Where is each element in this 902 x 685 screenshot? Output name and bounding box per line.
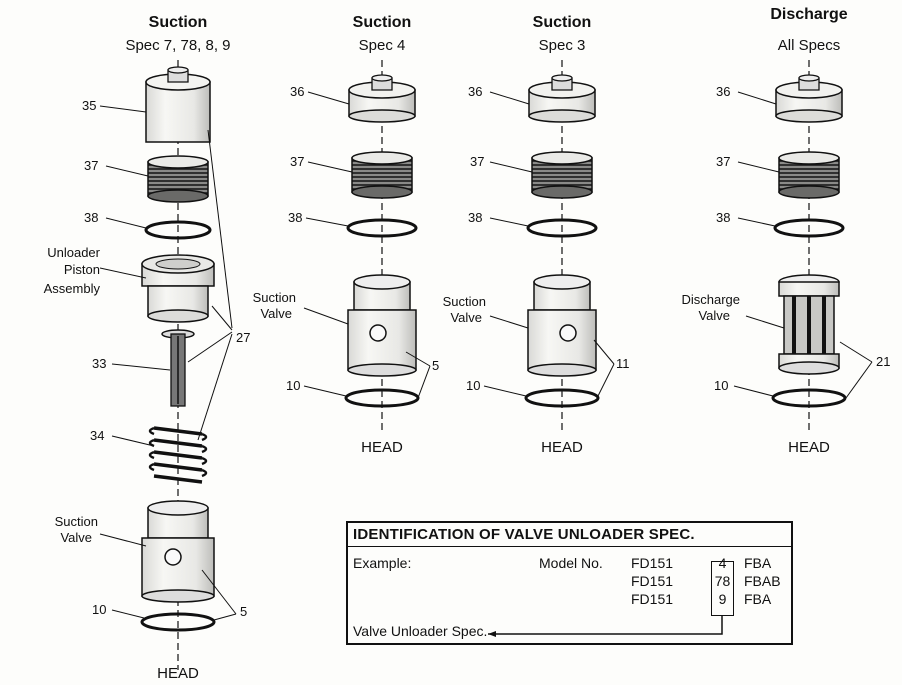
title-divider [348, 546, 791, 547]
gasket-10-col1 [140, 612, 216, 632]
part-number-36-col4: 36 [716, 84, 730, 99]
suction-valve-col1 [141, 500, 215, 603]
part-number-5-col2: 5 [432, 358, 439, 373]
suction-valve-label-2: Valve [60, 530, 92, 545]
row-2-model: FD151 [631, 573, 674, 589]
unloader-label-2: Piston [64, 262, 100, 277]
row-3-spec: 9 [718, 591, 727, 607]
part-number-37: 37 [84, 158, 98, 173]
suction-valve-label-1: Suction [55, 514, 98, 529]
suction-valve-label-1-col3: Suction [443, 294, 486, 309]
spring-34 [153, 426, 203, 484]
row-3-model: FD151 [631, 591, 674, 607]
column-3-subheader: Spec 3 [539, 37, 586, 54]
head-label-col2: HEAD [361, 439, 403, 456]
column-3-assembly: 36 37 38 Suction Valve 11 10 HEAD [443, 60, 630, 456]
head-label-col4: HEAD [788, 439, 830, 456]
suction-valve-col3 [527, 274, 597, 377]
head-label-col3: HEAD [541, 439, 583, 456]
cap-36-col4 [775, 74, 843, 123]
identification-box: IDENTIFICATION OF VALVE UNLOADER SPEC. E… [346, 521, 793, 645]
spec-highlight-box [711, 561, 734, 616]
spec-pointer-arrow [488, 616, 723, 637]
column-4-subheader: All Specs [778, 37, 841, 54]
part-number-21: 21 [876, 354, 890, 369]
column-2-subheader: Spec 4 [359, 37, 406, 54]
pin-33 [161, 329, 195, 407]
part-number-38: 38 [84, 210, 98, 225]
unloader-piston-assembly [141, 254, 215, 323]
identification-title: IDENTIFICATION OF VALVE UNLOADER SPEC. [353, 526, 695, 543]
column-2-header: Suction [353, 14, 412, 31]
part-number-10-col1: 10 [92, 602, 106, 617]
unloader-label-3: Assembly [44, 281, 101, 296]
gasket-38-col2 [346, 218, 418, 238]
part-number-10-col2: 10 [286, 378, 300, 393]
column-2-assembly: 36 37 38 Suction Valve 5 10 HEAD [253, 60, 439, 456]
part-number-27: 27 [236, 330, 250, 345]
cap-36-col2 [348, 74, 416, 123]
row-2-spec: 78 [714, 573, 731, 589]
part-number-34: 34 [90, 428, 104, 443]
part-number-10-col4: 10 [714, 378, 728, 393]
example-label: Example: [353, 555, 412, 571]
discharge-valve-label-2: Valve [698, 308, 730, 323]
column-4-assembly: 36 37 38 Discharge Valve 21 10 HEAD [681, 60, 890, 456]
column-1-subheader: Spec 7, 78, 8, 9 [125, 37, 230, 54]
part-number-36-col2: 36 [290, 84, 304, 99]
suction-valve-label-1-col2: Suction [253, 290, 296, 305]
gasket-38 [144, 220, 212, 240]
part-number-11: 11 [616, 356, 630, 371]
part-number-35: 35 [82, 98, 96, 113]
head-label-col1: HEAD [157, 665, 199, 682]
row-1-model: FD151 [631, 555, 674, 571]
unloader-label-1: Unloader [47, 245, 100, 260]
cap-35 [145, 66, 211, 143]
part-number-38-col4: 38 [716, 210, 730, 225]
row-1-suffix: FBA [744, 555, 772, 571]
spring-37-col2 [351, 151, 413, 199]
part-number-10-col3: 10 [466, 378, 480, 393]
row-3-suffix: FBA [744, 591, 772, 607]
column-1-header: Suction [149, 14, 208, 31]
discharge-valve-label-1: Discharge [681, 292, 740, 307]
gasket-38-col4 [773, 218, 845, 238]
part-number-5-col1: 5 [240, 604, 247, 619]
row-1-spec: 4 [718, 555, 727, 571]
gasket-10-col3 [524, 388, 600, 408]
column-4-header: Discharge [770, 6, 847, 23]
part-number-37-col2: 37 [290, 154, 304, 169]
cap-36-col3 [528, 74, 596, 123]
column-3-header: Suction [533, 14, 592, 31]
valve-unloader-spec-label: Valve Unloader Spec. [353, 623, 488, 639]
gasket-38-col3 [526, 218, 598, 238]
part-number-33: 33 [92, 356, 106, 371]
spring-37 [147, 155, 209, 203]
part-number-38-col3: 38 [468, 210, 482, 225]
part-number-36-col3: 36 [468, 84, 482, 99]
part-number-37-col3: 37 [470, 154, 484, 169]
discharge-valve [778, 274, 840, 375]
suction-valve-label-2-col3: Valve [450, 310, 482, 325]
gasket-10-col4 [771, 388, 847, 408]
spring-37-col3 [531, 151, 593, 199]
part-number-38-col2: 38 [288, 210, 302, 225]
part-number-37-col4: 37 [716, 154, 730, 169]
column-1-assembly: 35 37 38 Unloader Piston Assembly 27 33 … [44, 60, 250, 682]
model-label: Model No. [539, 555, 603, 571]
suction-valve-col2 [347, 274, 417, 377]
spring-37-col4 [778, 151, 840, 199]
row-2-suffix: FBAB [744, 573, 781, 589]
suction-valve-label-2-col2: Valve [260, 306, 292, 321]
